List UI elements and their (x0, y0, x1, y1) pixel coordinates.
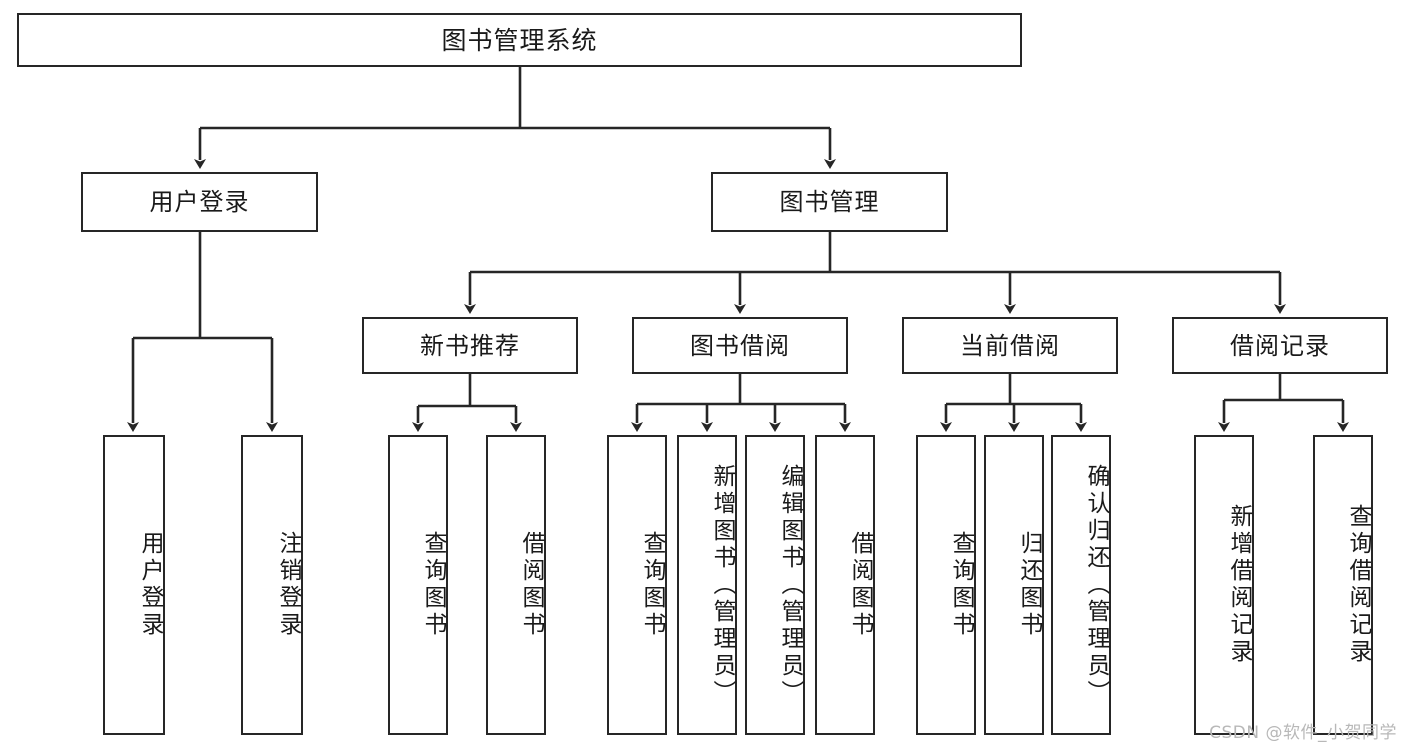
leaf-borrow-book[interactable]: 借阅图书 (815, 435, 875, 735)
node-label: 图书借阅 (690, 331, 790, 360)
node-label: 借阅图书 (518, 531, 544, 639)
node-label: 借阅记录 (1230, 331, 1330, 360)
node-label: 新增借阅记录 (1226, 504, 1252, 666)
node-label: 借阅图书 (847, 531, 873, 639)
node-label: 查询借阅记录 (1345, 504, 1371, 666)
node-label: 归还图书 (1016, 531, 1042, 639)
leaf-confirm-return-admin[interactable]: 确认归还（管理员） (1051, 435, 1111, 735)
node-label: 新书推荐 (420, 331, 520, 360)
node-label: 查询图书 (639, 531, 665, 639)
node-current-borrow[interactable]: 当前借阅 (902, 317, 1118, 374)
node-borrow-record[interactable]: 借阅记录 (1172, 317, 1388, 374)
node-new-book-recommend[interactable]: 新书推荐 (362, 317, 578, 374)
node-label: 编辑图书（管理员） (777, 463, 803, 707)
node-label: 查询图书 (420, 531, 446, 639)
node-user-login[interactable]: 用户登录 (81, 172, 318, 232)
leaf-borrow-book-recommend[interactable]: 借阅图书 (486, 435, 546, 735)
node-label: 新增图书（管理员） (709, 463, 735, 707)
leaf-add-borrow-record[interactable]: 新增借阅记录 (1194, 435, 1254, 735)
node-book-management[interactable]: 图书管理 (711, 172, 948, 232)
leaf-query-book-current[interactable]: 查询图书 (916, 435, 976, 735)
node-label: 确认归还（管理员） (1083, 463, 1109, 707)
node-label: 图书管理 (779, 188, 880, 216)
node-label: 当前借阅 (960, 331, 1060, 360)
leaf-query-book-borrow[interactable]: 查询图书 (607, 435, 667, 735)
leaf-add-book-admin[interactable]: 新增图书（管理员） (677, 435, 737, 735)
leaf-logout[interactable]: 注销登录 (241, 435, 303, 735)
node-label: 查询图书 (948, 531, 974, 639)
node-label: 图书管理系统 (441, 25, 598, 55)
node-label: 用户登录 (149, 188, 250, 216)
node-root-system[interactable]: 图书管理系统 (17, 13, 1022, 67)
node-label: 注销登录 (275, 531, 301, 639)
leaf-query-borrow-record[interactable]: 查询借阅记录 (1313, 435, 1373, 735)
leaf-return-book[interactable]: 归还图书 (984, 435, 1044, 735)
leaf-user-login[interactable]: 用户登录 (103, 435, 165, 735)
node-label: 用户登录 (137, 531, 163, 639)
watermark: CSDN @软件_小贺同学 (1209, 723, 1397, 743)
leaf-query-book-recommend[interactable]: 查询图书 (388, 435, 448, 735)
leaf-edit-book-admin[interactable]: 编辑图书（管理员） (745, 435, 805, 735)
node-book-borrow[interactable]: 图书借阅 (632, 317, 848, 374)
